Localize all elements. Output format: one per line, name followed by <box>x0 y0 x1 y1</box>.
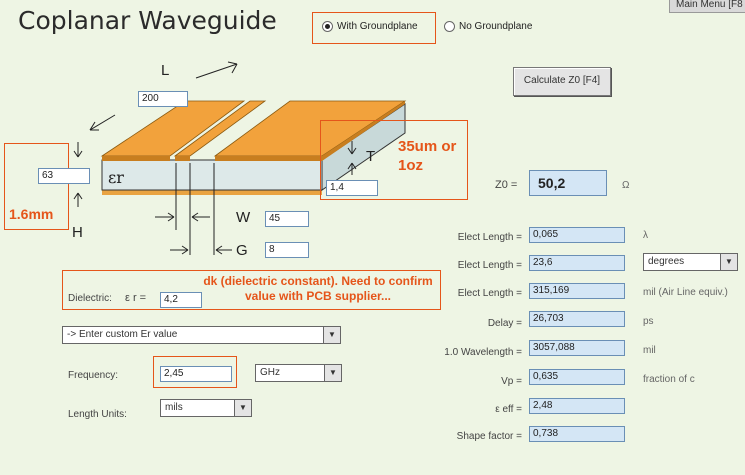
gap-input[interactable]: 8 <box>265 242 309 258</box>
substrate-front <box>101 159 323 191</box>
result-label: Elect Length = <box>457 288 522 299</box>
result-label: Vp = <box>501 376 522 387</box>
result-unit: fraction of c <box>643 374 695 385</box>
result-unit: λ <box>643 230 648 241</box>
z0-value: 50,2 <box>529 170 607 196</box>
chevron-down-icon[interactable]: ▼ <box>323 327 340 343</box>
frequency-unit-value: GHz <box>260 367 280 378</box>
result-label: Elect Length = <box>457 260 522 271</box>
angle-unit-dropdown[interactable]: degrees ▼ <box>643 253 738 271</box>
result-label: Shape factor = <box>456 431 522 442</box>
frequency-label: Frequency: <box>68 370 119 381</box>
result-unit: mil <box>643 345 656 356</box>
width-dimension-label: W <box>236 209 251 226</box>
length-units-label: Length Units: <box>68 409 127 420</box>
calculate-z0-button[interactable]: Calculate Z0 [F4] <box>513 67 611 96</box>
dielectric-callout <box>62 270 441 310</box>
copper-thickness-note: 35um or 1oz <box>398 138 457 174</box>
copper-thickness-callout <box>320 120 468 200</box>
result-value: 0,065 <box>529 227 625 243</box>
right-ground-side <box>322 101 405 161</box>
gap-dimension-label: G <box>236 242 248 259</box>
width-input[interactable]: 45 <box>265 211 309 227</box>
chevron-down-icon[interactable]: ▼ <box>720 254 737 270</box>
result-value: 26,703 <box>529 311 625 327</box>
waveguide-diagram <box>73 61 407 255</box>
frequency-unit-dropdown[interactable]: GHz ▼ <box>255 364 342 382</box>
radio-selected-icon <box>322 21 333 32</box>
permittivity-symbol: εr <box>108 168 124 187</box>
result-label: 1.0 Wavelength = <box>444 347 522 358</box>
custom-er-dropdown-value: -> Enter custom Er value <box>67 329 178 340</box>
result-label: Delay = <box>487 318 522 329</box>
chevron-down-icon[interactable]: ▼ <box>324 365 341 381</box>
result-value: 315,169 <box>529 283 625 299</box>
result-label: ε eff = <box>495 404 522 415</box>
dimension-lines <box>73 61 357 255</box>
height-dimension-label: H <box>72 224 83 241</box>
length-input[interactable]: 200 <box>138 91 188 107</box>
angle-unit-value: degrees <box>648 256 685 267</box>
length-units-dropdown[interactable]: mils ▼ <box>160 399 252 417</box>
substrate-thickness-callout <box>4 143 69 230</box>
main-menu-button[interactable]: Main Menu [F8 <box>669 0 745 13</box>
custom-er-dropdown[interactable]: -> Enter custom Er value ▼ <box>62 326 341 344</box>
length-units-value: mils <box>165 402 183 413</box>
bottom-groundplane <box>102 190 322 195</box>
groundplane-option-group <box>312 12 436 44</box>
dielectric-note: dk (dielectric constant). Need to confir… <box>203 274 433 303</box>
no-groundplane-label: No Groundplane <box>459 21 533 32</box>
frequency-callout <box>153 356 237 388</box>
z0-label: Z0 = <box>495 179 518 191</box>
with-groundplane-label: With Groundplane <box>337 21 418 32</box>
dielectric-label: Dielectric: <box>68 293 112 304</box>
length-dimension-label: L <box>161 62 170 79</box>
thickness-input[interactable]: 1,4 <box>326 180 378 196</box>
no-groundplane-radio[interactable]: No Groundplane <box>444 21 532 32</box>
result-value: 0,635 <box>529 369 625 385</box>
result-value: 23,6 <box>529 255 625 271</box>
left-ground-edge <box>102 156 170 161</box>
result-unit: mil (Air Line equiv.) <box>643 287 728 298</box>
z0-unit: Ω <box>622 180 630 191</box>
height-input[interactable]: 63 <box>38 168 90 184</box>
chevron-down-icon[interactable]: ▼ <box>234 400 251 416</box>
substrate-thickness-note: 1.6mm <box>9 206 54 222</box>
frequency-input[interactable]: 2,45 <box>160 366 232 382</box>
result-value: 0,738 <box>529 426 625 442</box>
thickness-dimension-label: T <box>366 148 376 165</box>
result-value: 2,48 <box>529 398 625 414</box>
signal-edge <box>175 156 190 161</box>
dielectric-symbol: ε r = <box>125 292 147 304</box>
result-value: 3057,088 <box>529 340 625 356</box>
right-ground-edge <box>215 156 322 161</box>
with-groundplane-radio[interactable]: With Groundplane <box>322 21 418 32</box>
dielectric-input[interactable]: 4,2 <box>160 292 202 308</box>
radio-unselected-icon <box>444 21 455 32</box>
page-title: Coplanar Waveguide <box>18 6 277 35</box>
result-unit: ps <box>643 316 654 327</box>
result-label: Elect Length = <box>457 232 522 243</box>
